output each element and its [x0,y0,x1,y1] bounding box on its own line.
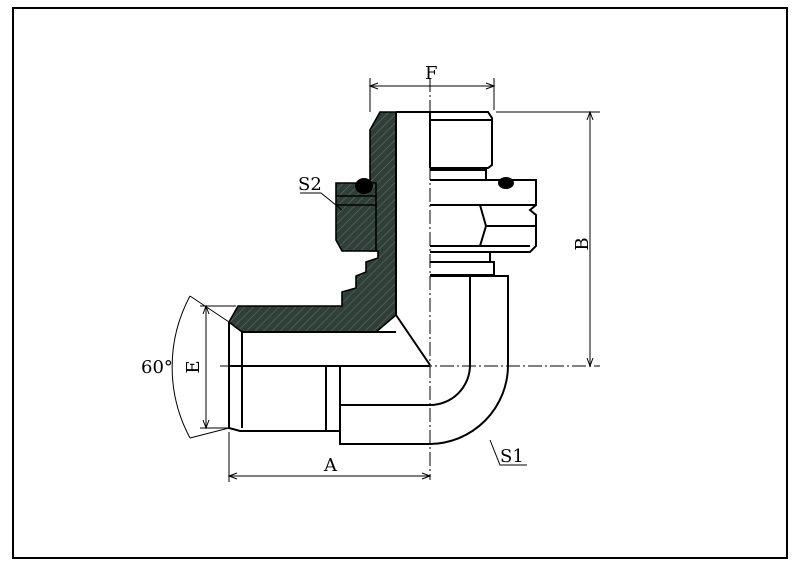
dimension-label-a: A [323,455,338,476]
angle-label: 60° [141,357,173,378]
o-ring-seal-left [355,178,373,194]
dimension-lines [171,78,600,482]
seal-label-s2: S2 [298,174,322,195]
drawing-frame [12,7,788,559]
dimension-label-f: F [425,63,438,84]
dimension-label-b: B [572,237,593,250]
hatched-section-nut [335,182,377,252]
dimension-label-e: E [183,360,204,373]
center-lines [220,78,600,480]
elbow-label-s1: S1 [500,446,524,467]
o-ring-seal-right [498,177,514,189]
